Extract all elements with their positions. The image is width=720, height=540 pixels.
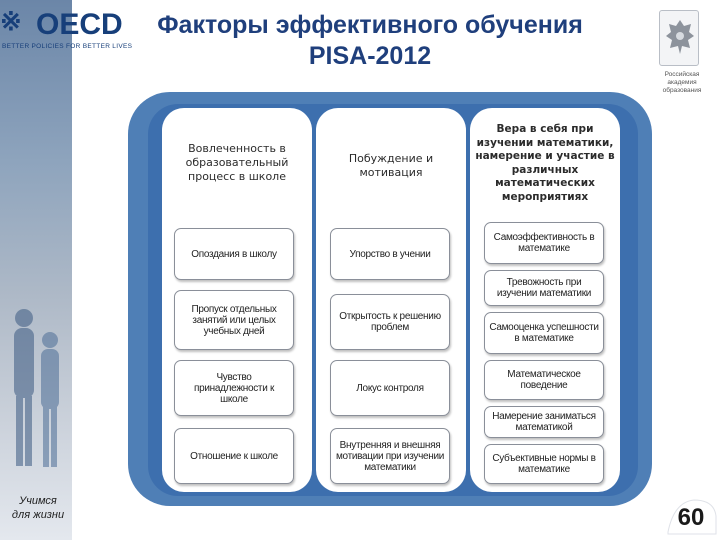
factor-box: Пропуск отдельных занятий или целых учеб… [174, 290, 294, 350]
oecd-arcs-icon: ※ [0, 6, 22, 36]
heading-line: математических [495, 177, 595, 189]
factor-box: Чувство принадлежности к школе [174, 360, 294, 416]
page-number: 60 [677, 504, 705, 531]
academy-line-3: образования [662, 87, 702, 94]
factor-box: Внутренняя и внешняя мотивации при изуче… [330, 428, 450, 484]
heading-line: Побуждение и [348, 152, 434, 165]
factor-box: Самооценка успешности в математике [484, 312, 604, 354]
side-photo-strip [0, 0, 72, 540]
factor-box: Опоздания в школу [174, 228, 294, 280]
motto: Учимся для жизни [6, 494, 70, 522]
heading-line: образовательный [185, 156, 289, 169]
factor-box: Математическое поведение [484, 360, 604, 400]
motto-line-1: Учимся [19, 495, 57, 507]
title-line-1: Факторы эффективного обучения [157, 11, 583, 39]
coat-of-arms-icon [659, 10, 699, 66]
motto-line-2: для жизни [11, 509, 65, 521]
heading-line: изучении математики, [476, 136, 614, 149]
heading-line: намерение и участие в [475, 150, 615, 162]
heading-line: мероприятиях [501, 190, 589, 203]
column-3-heading: Вера в себя при изучении математики, нам… [472, 123, 618, 204]
page-badge-icon [667, 499, 717, 535]
heading-line: мотивация [359, 166, 423, 179]
factor-box: Упорство в учении [330, 228, 450, 280]
factor-box: Локус контроля [330, 360, 450, 416]
academy-line-2: академия [667, 79, 697, 86]
factor-box: Отношение к школе [174, 428, 294, 484]
heading-line: Вовлеченность в [188, 142, 286, 155]
column-2-heading: Побуждение и мотивация [324, 152, 458, 180]
factor-box: Намерение заниматься математикой [484, 406, 604, 438]
heading-line: процесс в школе [188, 170, 286, 183]
factor-box: Тревожность при изучении математики [484, 270, 604, 306]
academy-line-1: Российская [664, 71, 700, 78]
heading-line: Вера в себя при [496, 123, 594, 135]
factor-box: Субъективные нормы в математике [484, 444, 604, 484]
heading-line: различных [511, 163, 579, 176]
oecd-logo: OECD [36, 8, 123, 41]
factor-box: Самоэффективность в математике [484, 222, 604, 264]
academy-label: Российская академия образования [646, 71, 718, 95]
slide-title: Факторы эффективного обучения PISA-2012 [110, 10, 630, 72]
title-line-2: PISA-2012 [308, 42, 432, 70]
factor-box: Открытость к решению проблем [330, 294, 450, 350]
people-silhouette-icon [14, 309, 59, 467]
column-1-heading: Вовлеченность в образовательный процесс … [170, 142, 304, 184]
oecd-tagline: BETTER POLICIES FOR BETTER LIVES [2, 43, 133, 50]
